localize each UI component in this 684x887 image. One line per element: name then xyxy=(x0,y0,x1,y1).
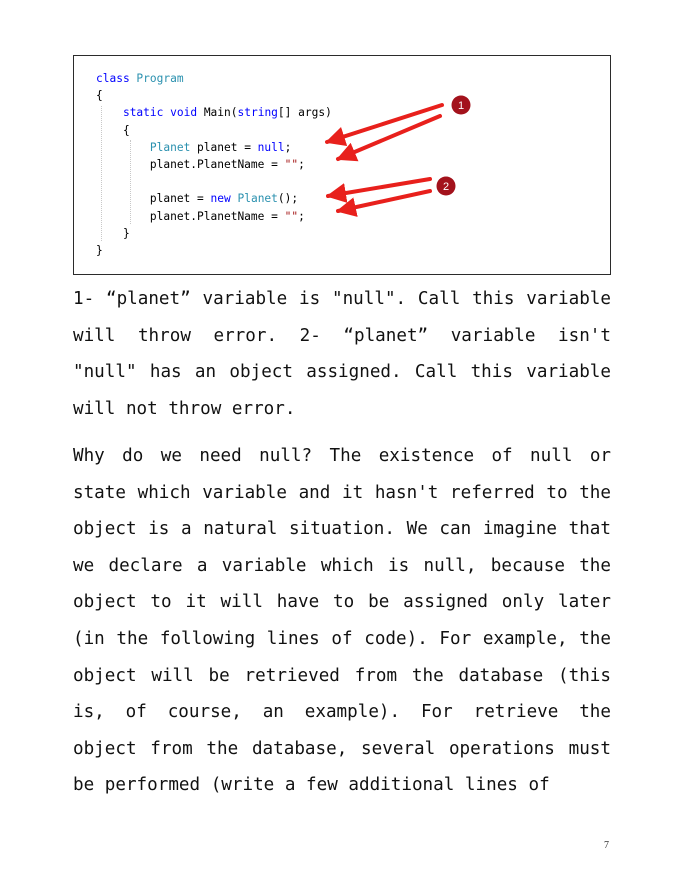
code-token: { xyxy=(96,89,103,103)
code-line: planet.PlanetName = ""; xyxy=(96,156,332,173)
code-token: new xyxy=(210,192,231,206)
body-paragraph: Why do we need null? The existence of nu… xyxy=(73,446,611,796)
code-token: Program xyxy=(136,72,184,85)
code-line: Planet planet = null; xyxy=(96,139,332,156)
code-token: ; xyxy=(284,140,292,154)
code-token: planet = xyxy=(190,140,258,154)
arrow-to-null-line xyxy=(325,103,444,147)
code-block: class Program { static void Main(string[]… xyxy=(96,70,332,259)
code-token: } xyxy=(96,243,103,257)
code-line: planet.PlanetName = ""; xyxy=(96,208,332,225)
code-token: planet.PlanetName = xyxy=(96,157,285,171)
arrow-group-1 xyxy=(325,103,444,162)
code-token: ; xyxy=(298,157,305,171)
arrow-to-planetname-line-1 xyxy=(336,114,442,162)
arrow-group-2 xyxy=(326,177,432,217)
arrow-to-new-planet-line xyxy=(326,177,432,203)
code-token: static xyxy=(122,106,164,120)
code-token: { xyxy=(96,123,130,137)
indent-guide xyxy=(101,106,102,241)
code-line: class Program xyxy=(96,70,332,87)
code-screenshot-figure: class Program { static void Main(string[]… xyxy=(73,55,611,275)
callout-badge-1: 1 xyxy=(451,95,471,115)
code-token: class xyxy=(96,72,137,85)
code-token: Planet xyxy=(237,192,278,206)
code-token: [] args) xyxy=(277,106,332,120)
code-token: null xyxy=(257,140,285,154)
figure-caption-paragraph: 1- “planet” variable is "null". Call thi… xyxy=(73,289,611,419)
code-token: Planet xyxy=(149,140,191,154)
indent-guide xyxy=(130,140,131,224)
code-line: planet = new Planet(); xyxy=(96,190,332,207)
code-token: "" xyxy=(284,157,299,171)
code-token: } xyxy=(96,226,130,240)
code-line: { xyxy=(96,87,332,104)
callout-number-2: 2 xyxy=(443,181,449,193)
code-token: planet = xyxy=(96,192,211,206)
code-line: } xyxy=(96,225,332,242)
code-line: static void Main(string[] args) xyxy=(96,104,332,121)
callout-badge-2: 2 xyxy=(436,176,456,196)
code-token: Main( xyxy=(197,106,238,120)
arrow-to-planetname-line-2 xyxy=(336,189,432,217)
code-token: ; xyxy=(298,209,305,223)
annotation-arrows: 1 2 xyxy=(325,95,471,217)
code-token: void xyxy=(170,106,198,120)
code-line: { xyxy=(96,122,332,139)
code-token: (); xyxy=(277,192,299,206)
page-number: 7 xyxy=(604,840,609,851)
code-token: string xyxy=(237,106,278,120)
code-line: } xyxy=(96,242,332,259)
callout-number-1: 1 xyxy=(458,100,464,112)
code-token: "" xyxy=(284,209,299,223)
code-token: planet.PlanetName = xyxy=(96,209,285,223)
